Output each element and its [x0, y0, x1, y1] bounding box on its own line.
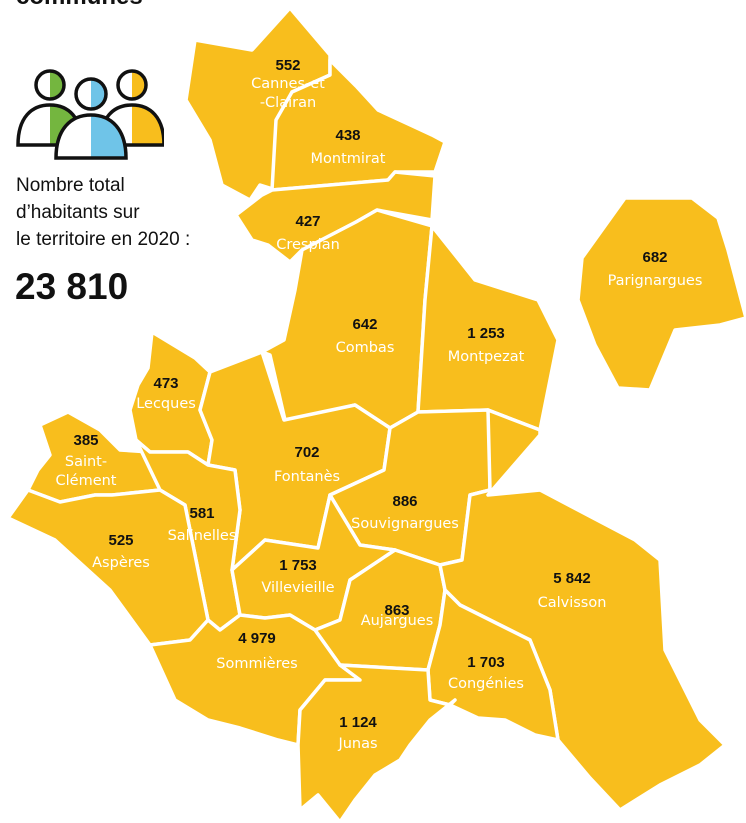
commune-name: -Clairan	[260, 95, 316, 111]
commune-name: Parignargues	[608, 273, 703, 289]
total-population-label: Nombre total d’habitants sur le territoi…	[16, 172, 216, 253]
commune-name: Cannes-et	[251, 76, 325, 92]
population-value: 1 253	[467, 325, 505, 342]
people-group-icon	[16, 69, 164, 160]
population-value: 5 842	[553, 570, 591, 587]
commune-name: Montpezat	[448, 349, 525, 365]
total-label-line: d’habitants sur	[16, 202, 140, 223]
commune-name: Calvisson	[538, 595, 607, 611]
region-asperes[interactable]	[6, 488, 210, 647]
total-label-line: le territoire en 2020 :	[16, 229, 191, 250]
commune-name: Villevieille	[261, 580, 334, 596]
population-value: 4 979	[238, 630, 276, 647]
population-value: 1 124	[339, 714, 377, 731]
commune-name: Saint-	[65, 454, 107, 470]
population-value: 886	[392, 493, 417, 510]
population-value: 863	[384, 602, 409, 619]
population-value: 427	[295, 213, 320, 230]
commune-name: Salinelles	[168, 528, 237, 544]
commune-name: Junas	[337, 736, 377, 752]
population-value: 525	[108, 532, 133, 549]
commune-name: Aujargues	[361, 613, 434, 629]
population-value: 581	[189, 505, 214, 522]
commune-name: Combas	[336, 340, 395, 356]
population-value: 1 753	[279, 557, 317, 574]
commune-name: Crespian	[276, 237, 340, 253]
commune-name: Sommières	[216, 656, 297, 672]
map-title: communes	[16, 0, 143, 11]
total-label-line: Nombre total	[16, 175, 125, 196]
population-value: 473	[153, 375, 178, 392]
commune-name: Souvignargues	[351, 516, 459, 532]
commune-name: Clément	[56, 473, 117, 489]
population-value: 642	[352, 316, 377, 333]
commune-name: Montmirat	[311, 151, 386, 167]
population-value: 385	[73, 432, 98, 449]
population-value: 702	[294, 444, 319, 461]
population-value: 682	[642, 249, 667, 266]
region-junas[interactable]	[296, 663, 457, 823]
commune-name: Aspères	[92, 555, 150, 571]
total-population-value: 23 810	[15, 266, 129, 307]
region-parignargues[interactable]	[576, 196, 746, 392]
commune-name: Congénies	[448, 676, 524, 692]
region-calvisson[interactable]	[438, 408, 727, 812]
commune-name: Fontanès	[274, 469, 340, 485]
commune-name: Lecques	[136, 396, 196, 412]
population-value: 552	[275, 57, 300, 74]
population-value: 438	[335, 127, 360, 144]
population-value: 1 703	[467, 654, 505, 671]
